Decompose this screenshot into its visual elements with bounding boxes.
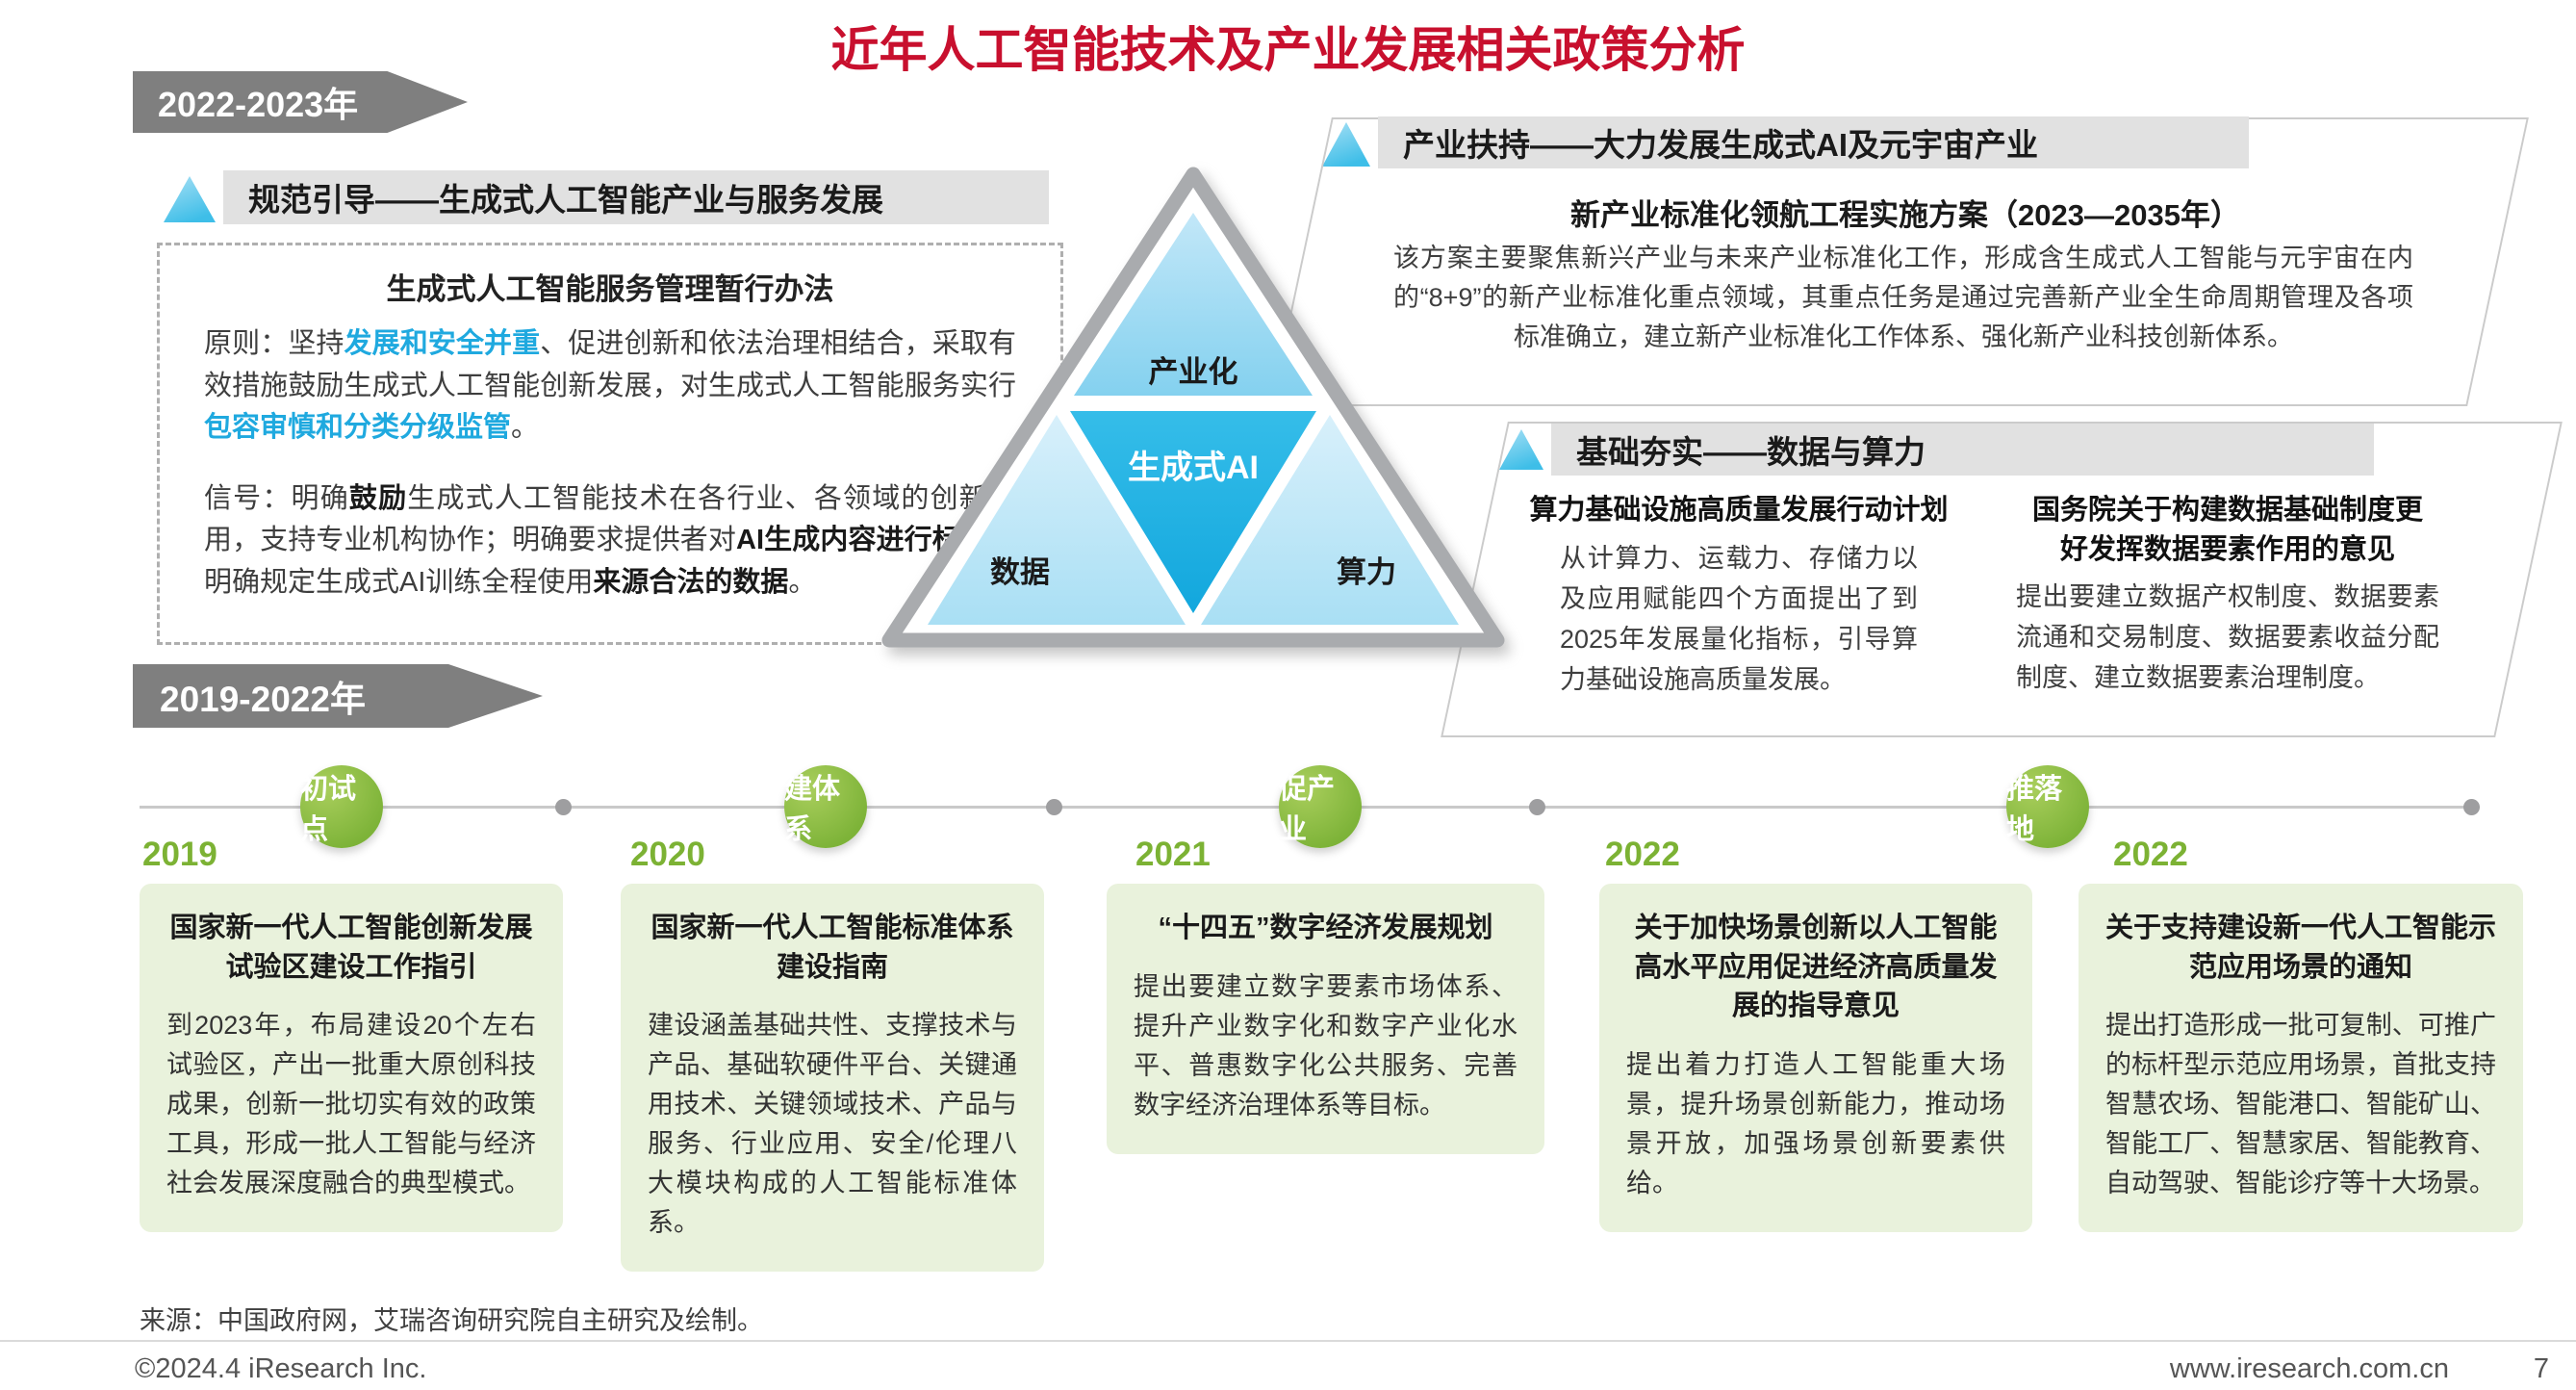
- period-arrow-top-label: 2022-2023年: [158, 85, 359, 124]
- policy-card-body: 提出着力打造人工智能重大场景，提升场景创新能力，推动场景开放，加强场景创新要素供…: [1626, 1049, 2005, 1197]
- milestone-badge-system: 建体系: [784, 765, 867, 848]
- guide-banner-label: 规范引导——生成式人工智能产业与服务发展: [248, 182, 883, 218]
- policy-card-2021: “十四五”数字经济发展规划 提出要建立数字要素市场体系、提升产业数字化和数字产业…: [1107, 884, 1544, 1154]
- footer-website-link[interactable]: www.iresearch.com.cn: [2169, 1353, 2449, 1384]
- policy-card-title: 关于加快场景创新以人工智能高水平应用促进经济高质量发展的指导意见: [1634, 913, 1998, 1022]
- compute-policy-body: 从计算力、运载力、存储力以及应用赋能四个方面提出了到2025年发展量化指标，引导…: [1560, 544, 1918, 694]
- genai-pyramid-diagram: 产业化 生成式AI 数据 算力: [881, 167, 1505, 648]
- compute-policy-title: 算力基础设施高质量发展行动计划: [1529, 495, 1949, 526]
- foundation-section-banner: 基础夯实——数据与算力: [1551, 424, 2374, 476]
- industry-policy-body: 该方案主要聚焦新兴产业与未来产业标准化工作，形成含生成式人工智能与元宇宙在内的“…: [1393, 244, 2413, 352]
- timeline-dot: [555, 799, 572, 815]
- data-policy-title: 国务院关于构建数据基础制度更好发挥数据要素作用的意见: [2031, 495, 2423, 565]
- period-arrow-2022-2023: 2022-2023年: [133, 71, 468, 133]
- timeline-year: 2019: [142, 836, 217, 873]
- policy-card-2022-demo: 关于支持建设新一代人工智能示范应用场景的通知 提出打造形成一批可复制、可推广的标…: [2079, 884, 2523, 1233]
- policy-card-2020: 国家新一代人工智能标准体系建设指南 建设涵盖基础共性、支撑技术与产品、基础软硬件…: [621, 884, 1044, 1273]
- policy-card-title: 关于支持建设新一代人工智能示范应用场景的通知: [2105, 913, 2497, 983]
- policy-card-body: 提出要建立数字要素市场体系、提升产业数字化和数字产业化水平、普惠数字化公共服务、…: [1134, 971, 1518, 1120]
- policy-card-body: 建设涵盖基础共性、支撑技术与产品、基础软硬件平台、关键通用技术、关键领域技术、产…: [648, 1011, 1017, 1238]
- data-policy-body: 提出要建立数据产权制度、数据要素流通和交易制度、数据要素收益分配制度、建立数据要…: [2016, 582, 2439, 692]
- pyramid-center-segment: [1070, 411, 1316, 613]
- policy-card-title: “十四五”数字经济发展规划: [1158, 913, 1493, 943]
- guide-principle-paragraph: 原则：坚持发展和安全并重、促进创新和依法治理相结合，采取有效措施鼓励生成式人工智…: [204, 328, 1016, 443]
- timeline-year: 2021: [1135, 836, 1211, 873]
- guide-signal-paragraph: 信号：明确鼓励生成式人工智能技术在各行业、各领域的创新应用，支持专业机构协作；明…: [204, 482, 1016, 598]
- footer-page-number: 7: [2533, 1353, 2549, 1384]
- pyramid-label-genai: 生成式AI: [1128, 450, 1259, 486]
- triangle-marker-icon: [164, 176, 216, 222]
- pyramid-label-industrialization: 产业化: [1149, 355, 1238, 389]
- pyramid-label-compute: 算力: [1337, 555, 1396, 589]
- industry-policy-title: 新产业标准化领航工程实施方案（2023—2035年）: [1570, 198, 2240, 232]
- policy-card-2019: 国家新一代人工智能创新发展试验区建设工作指引 到2023年，布局建设20个左右试…: [140, 884, 563, 1233]
- policy-card-body: 到2023年，布局建设20个左右试验区，产出一批重大原创科技成果，创新一批切实有…: [166, 1011, 536, 1198]
- guide-box-title: 生成式人工智能服务管理暂行办法: [386, 272, 834, 306]
- timeline-dot: [2463, 799, 2480, 815]
- footer-copyright: ©2024.4 iResearch Inc.: [135, 1353, 427, 1384]
- timeline-year: 2022: [1605, 836, 1680, 873]
- milestone-badge-pilot: 初试点: [300, 765, 383, 848]
- page-title: 近年人工智能技术及产业发展相关政策分析: [830, 23, 1746, 77]
- footer-divider: [0, 1340, 2576, 1342]
- policy-card-title: 国家新一代人工智能标准体系建设指南: [650, 913, 1014, 983]
- pyramid-label-data: 数据: [990, 555, 1050, 589]
- policy-card-title: 国家新一代人工智能创新发展试验区建设工作指引: [169, 913, 533, 983]
- policy-card-2022-scenes: 关于加快场景创新以人工智能高水平应用促进经济高质量发展的指导意见 提出着力打造人…: [1599, 884, 2032, 1232]
- timeline-year: 2022: [2113, 836, 2188, 873]
- milestone-badge-industry: 促产业: [1279, 765, 1362, 848]
- period-arrow-bottom-label: 2019-2022年: [160, 680, 366, 719]
- period-arrow-2019-2022: 2019-2022年: [133, 664, 543, 728]
- pyramid-top-segment: [1074, 213, 1313, 396]
- pyramid-right-segment: [1201, 415, 1459, 625]
- timeline-dot: [1046, 799, 1062, 815]
- industry-banner-label: 产业扶持——大力发展生成式AI及元宇宙产业: [1403, 127, 2038, 163]
- industry-section-banner: 产业扶持——大力发展生成式AI及元宇宙产业: [1378, 116, 2249, 168]
- milestone-badge-landing: 推落地: [2006, 765, 2089, 848]
- source-note: 来源：中国政府网，艾瑞咨询研究院自主研究及绘制。: [140, 1306, 763, 1335]
- timeline-dot: [1529, 799, 1545, 815]
- policy-card-body: 提出打造形成一批可复制、可推广的标杆型示范应用场景，首批支持智慧农场、智能港口、…: [2105, 1011, 2496, 1198]
- timeline-year: 2020: [630, 836, 705, 873]
- guide-section-banner: 规范引导——生成式人工智能产业与服务发展: [223, 170, 1049, 224]
- pyramid-left-segment: [928, 415, 1186, 625]
- foundation-banner-label: 基础夯实——数据与算力: [1576, 434, 1926, 470]
